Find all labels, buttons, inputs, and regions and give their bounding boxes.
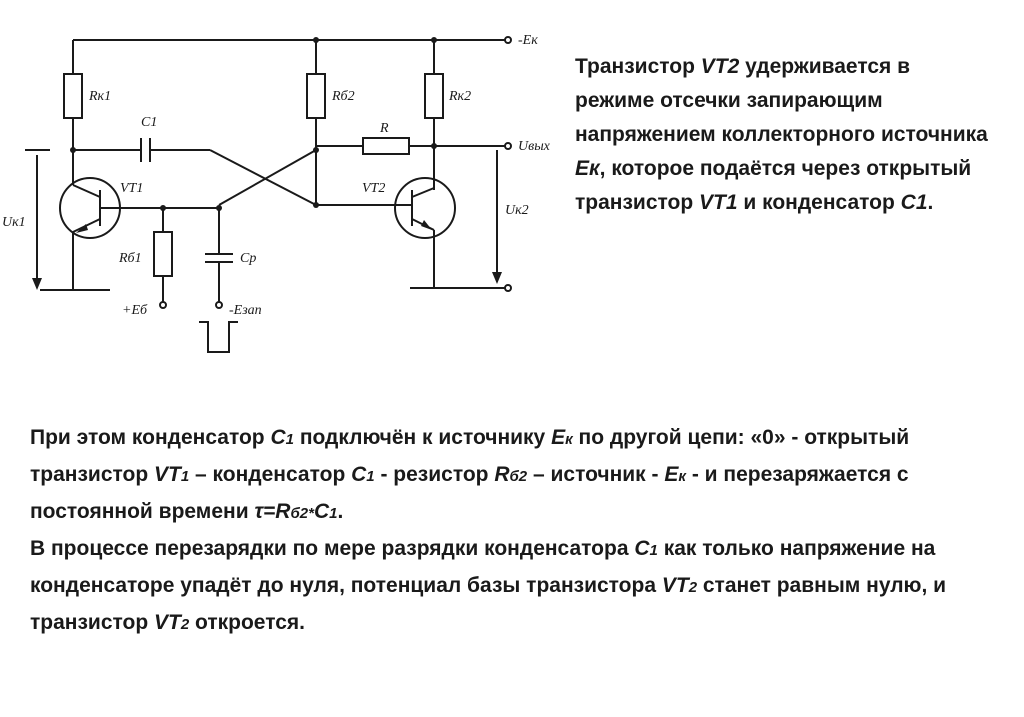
terminal-ek <box>504 36 512 44</box>
term: Е <box>664 463 679 486</box>
label-ezap: -Eзап <box>229 303 262 318</box>
term-sub: 1 <box>285 431 294 448</box>
label-uk2: Uк2 <box>505 203 529 218</box>
text-run: – конденсатор <box>189 463 352 486</box>
label-rb1: Rб1 <box>118 251 142 266</box>
text-run: При этом конденсатор <box>30 426 271 449</box>
label-uk1: Uк1 <box>2 215 26 230</box>
terminal-uvyh <box>504 142 512 150</box>
term-sub: к <box>565 431 573 448</box>
transistor-vt2 <box>394 177 456 239</box>
paragraph-recharge: При этом конденсатор С1 подключён к исто… <box>30 420 1010 531</box>
label-uvyh: Uвых <box>518 139 551 154</box>
resistor-rk1 <box>63 73 83 119</box>
vt1-emitter-arrow <box>76 224 88 233</box>
text-run: откроется. <box>189 611 305 634</box>
terminal-ezap <box>215 301 223 309</box>
side-text-run: и конденсатор <box>737 191 901 214</box>
side-explanation: Транзистор VT2 удерживается в режиме отс… <box>575 50 995 220</box>
label-rk2: Rк2 <box>448 89 471 104</box>
text-run: по другой цепи: «0» - открытый транзисто… <box>30 426 910 486</box>
body-explanation: При этом конденсатор С1 подключён к исто… <box>30 420 1010 642</box>
terminal-eb <box>159 301 167 309</box>
term-sub: 1 <box>366 468 375 485</box>
side-term-ek: Ек <box>575 157 600 180</box>
term: R <box>494 463 510 486</box>
label-c1: C1 <box>141 115 157 130</box>
junction-node <box>313 147 319 153</box>
text-run: - и перезаряжается с постоянной времени <box>30 463 909 523</box>
term-sub: к <box>678 468 686 485</box>
text-run: станет равным нулю, и транзистор <box>30 574 947 634</box>
resistor-rb2 <box>306 73 326 119</box>
term: VT <box>154 611 181 634</box>
cross-wire <box>218 149 317 206</box>
vt1-collector <box>72 184 101 198</box>
term-sub: б2 <box>509 468 528 485</box>
text-run: . <box>337 500 344 523</box>
label-vt2: VT2 <box>362 181 385 196</box>
resistor-r <box>362 137 410 155</box>
term-sub: 1 <box>329 505 338 522</box>
term: VT <box>154 463 181 486</box>
text-run: - резистор <box>374 463 495 486</box>
paragraph-opening: В процессе перезарядки по мере разрядки … <box>30 531 1010 642</box>
label-r: R <box>379 121 389 136</box>
uk1-arrowhead <box>32 278 42 290</box>
term: Е <box>551 426 566 449</box>
text-run: подключён к источнику <box>293 426 552 449</box>
side-text-run: , которое подаётся через открытый транзи… <box>575 157 972 214</box>
cross-wire <box>209 149 317 206</box>
term-sub: б2* <box>290 505 314 522</box>
multivibrator-schematic: -Eк Rк1 C1 Rб2 R Rк2 Uвых VT1 VT2 Uк1 Uк… <box>2 33 551 353</box>
term: С <box>270 426 286 449</box>
label-rb2: Rб2 <box>331 89 355 104</box>
resistor-rb1 <box>153 231 173 277</box>
side-term-vt1: VT1 <box>699 191 738 214</box>
label-cp: Cр <box>240 251 256 266</box>
trigger-pulse <box>199 321 238 353</box>
term: С <box>634 537 650 560</box>
term: С <box>351 463 367 486</box>
term: VT <box>661 574 689 597</box>
term: С <box>313 500 330 523</box>
label-ek: -Eк <box>518 33 538 48</box>
text-run: – источник - <box>527 463 665 486</box>
label-rk1: Rк1 <box>88 89 111 104</box>
text-run: В процессе перезарядки по мере разрядки … <box>30 537 635 560</box>
terminal-ground <box>504 284 512 292</box>
side-text-run: удерживается в режиме отсечки запирающим… <box>575 55 988 146</box>
text-run: как только напряжение на конденсаторе уп… <box>30 537 936 597</box>
vt2-emitter-arrow <box>421 220 432 230</box>
uk2-arrowhead <box>492 272 502 284</box>
side-text-run: . <box>927 191 934 214</box>
term-sub: 2 <box>688 579 698 596</box>
vt2-collector <box>411 187 435 198</box>
side-term-vt2: VT2 <box>700 55 740 78</box>
term-sub: 2 <box>180 616 190 633</box>
label-vt1: VT1 <box>120 181 143 196</box>
side-text-run: Транзистор <box>575 55 701 78</box>
term-sub: 1 <box>649 542 658 559</box>
label-eb: +Eб <box>122 303 148 318</box>
resistor-rk2 <box>424 73 444 119</box>
side-term-c1: C1 <box>900 191 928 214</box>
term: τ=R <box>254 500 291 523</box>
term-sub: 1 <box>180 468 190 485</box>
